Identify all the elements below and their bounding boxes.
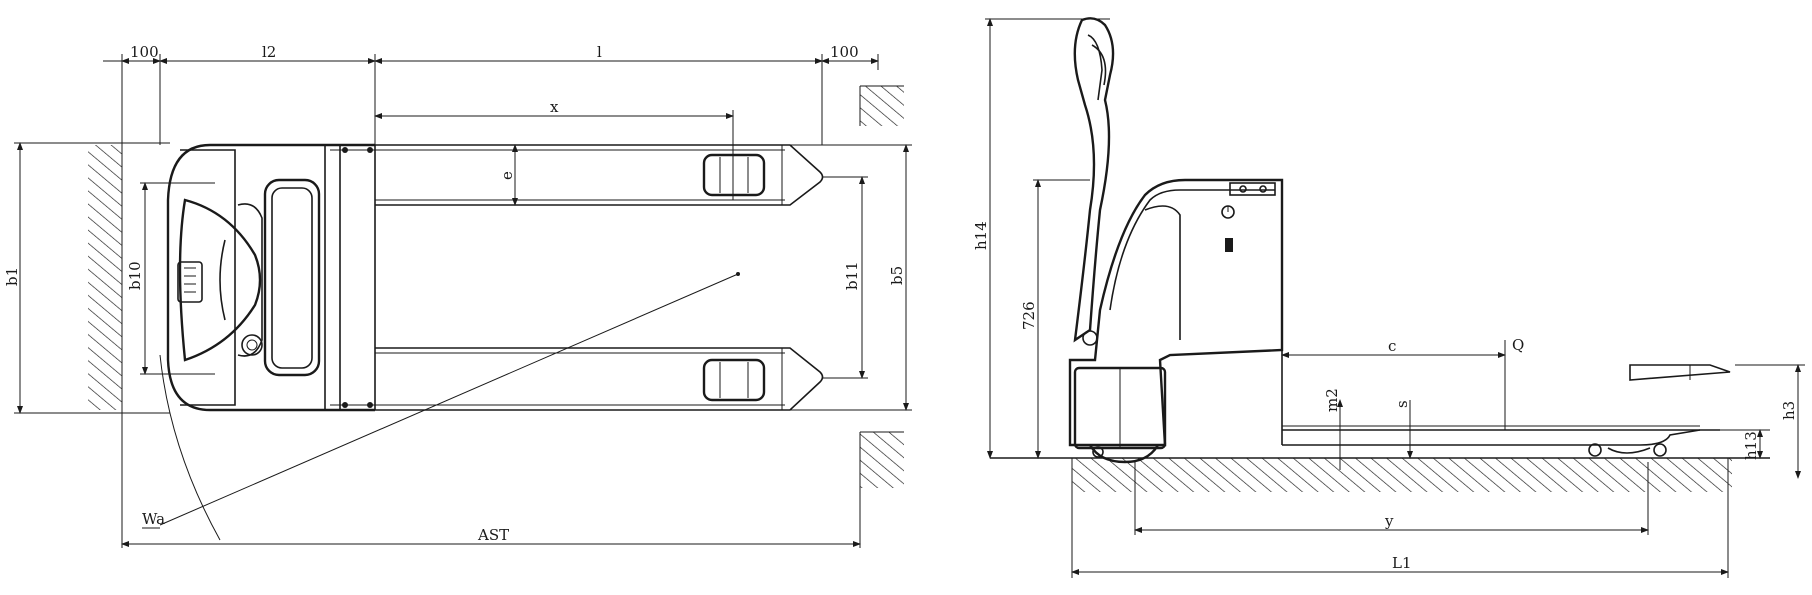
top-view: 100 l2 l 100 x b1 b10 b11 b5 e xyxy=(3,43,912,548)
dim-label-x: x xyxy=(550,98,559,116)
dim-label-ast: AST xyxy=(477,526,509,544)
wall-hatch-top-right xyxy=(860,86,904,126)
load-roller-top xyxy=(702,153,766,197)
dim-label-c: c xyxy=(1388,337,1396,355)
drive-wheel xyxy=(1088,444,1160,464)
dim-label-b11: b11 xyxy=(843,261,861,290)
side-view: h14 726 xyxy=(972,17,1805,578)
dim-label-e: e xyxy=(498,171,516,180)
dim-label-y: y xyxy=(1384,512,1394,530)
truck-chassis xyxy=(1068,178,1284,447)
dim-label-l1: L1 xyxy=(1392,554,1412,572)
forks-side-view xyxy=(1281,350,1731,457)
wall-hatch-left xyxy=(88,145,122,410)
dim-label-726: 726 xyxy=(1020,301,1038,330)
wall-hatch-bottom-right xyxy=(860,432,904,488)
truck-side-view xyxy=(1068,17,1284,464)
dim-label-100-right: 100 xyxy=(830,43,859,61)
forks-top-view xyxy=(375,144,824,411)
cover-panel xyxy=(263,178,321,377)
dim-label-l2: l2 xyxy=(262,43,276,61)
load-roller-bottom xyxy=(702,358,766,402)
dim-label-q: Q xyxy=(1512,336,1524,354)
dim-label-h13: h13 xyxy=(1742,431,1760,460)
tiller-arm xyxy=(1073,17,1115,343)
dim-label-b1: b1 xyxy=(3,267,21,286)
dim-label-h3: h3 xyxy=(1780,401,1798,420)
dim-label-b10: b10 xyxy=(126,261,144,290)
dim-label-100-left: 100 xyxy=(130,43,159,61)
dim-label-b5: b5 xyxy=(888,266,906,285)
dim-label-h14: h14 xyxy=(972,221,990,250)
tiller-head xyxy=(178,198,262,362)
dim-label-s: s xyxy=(1393,400,1411,408)
truck-top-view xyxy=(166,143,376,412)
dim-label-m2: m2 xyxy=(1323,388,1341,412)
dim-label-l: l xyxy=(597,43,602,61)
dim-label-wa: Wa xyxy=(142,510,165,528)
ground-hatch xyxy=(1072,458,1732,492)
